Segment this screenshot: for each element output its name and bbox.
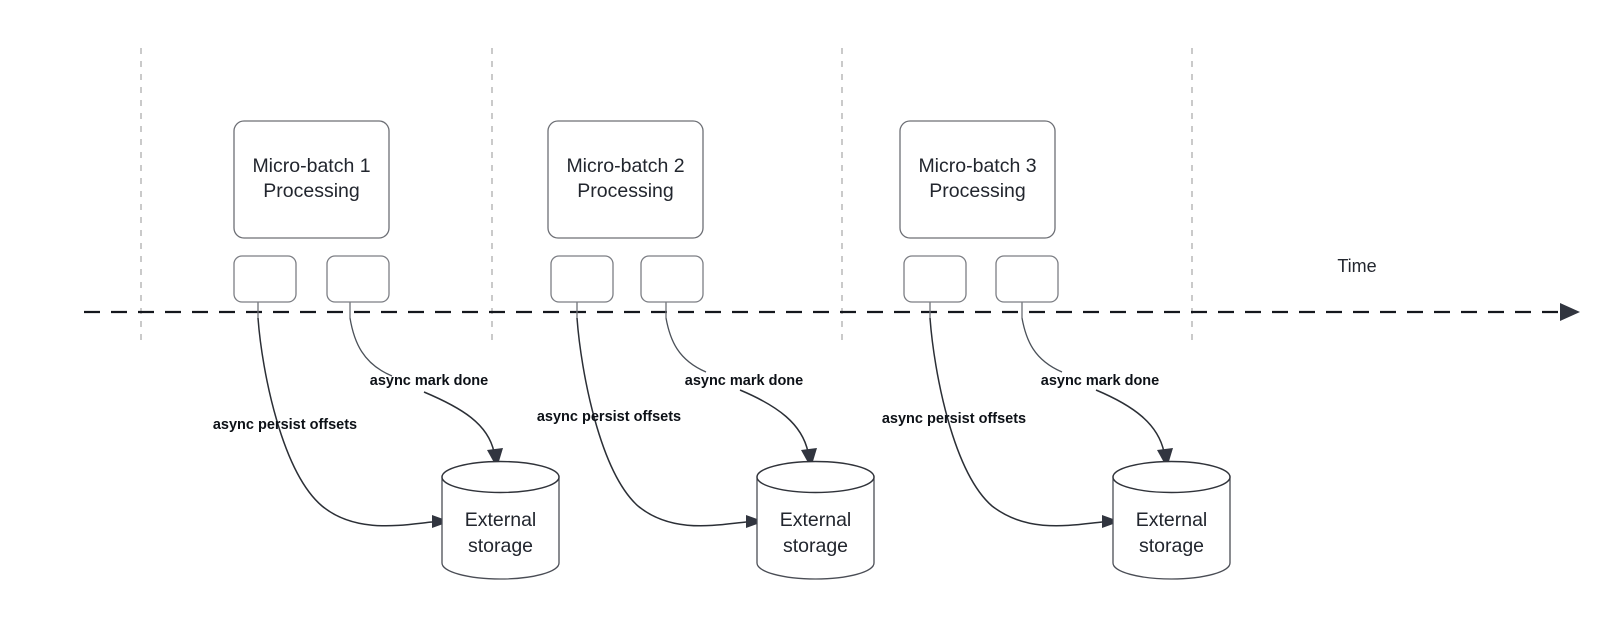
async-mark-done-2-path-lower	[739, 389, 809, 453]
task-box-1a[interactable]	[233, 255, 297, 303]
async-persist-offsets-1-label: async persist offsets	[213, 417, 357, 433]
async-mark-done-3-path-lower	[1095, 389, 1165, 453]
micro-batch-3-group: Micro-batch 3 Processing async persist o…	[882, 120, 1231, 580]
async-mark-done-3-label: async mark done	[1041, 373, 1159, 389]
external-storage-2-label-line2: storage	[783, 535, 848, 557]
async-persist-offsets-3-path	[929, 317, 1103, 527]
async-mark-done-2-label: async mark done	[685, 373, 803, 389]
external-storage-1-top	[441, 460, 560, 494]
micro-batch-2-title-line2: Processing	[577, 180, 673, 202]
async-persist-offsets-2-path	[576, 317, 747, 527]
external-storage-2-label-line1: External	[780, 509, 852, 531]
task-box-3a[interactable]	[903, 255, 967, 303]
external-storage-1-body	[441, 476, 560, 580]
async-mark-done-3-path	[1021, 317, 1063, 373]
micro-batch-2-box[interactable]	[547, 120, 704, 239]
external-storage-2[interactable]: External storage	[756, 460, 875, 580]
external-storage-3-top	[1112, 460, 1231, 494]
task-box-3b[interactable]	[995, 255, 1059, 303]
micro-batch-2-group: Micro-batch 2 Processing async persist o…	[537, 120, 875, 580]
async-mark-done-3-arrowhead	[1157, 448, 1173, 468]
async-persist-offsets-1-arrowhead	[432, 515, 450, 528]
time-axis: Time	[84, 256, 1580, 321]
external-storage-1-label-line1: External	[465, 509, 537, 531]
time-axis-arrowhead	[1560, 303, 1580, 321]
external-storage-3-body	[1112, 476, 1231, 580]
async-mark-done-1-arrowhead	[487, 448, 503, 468]
async-mark-done-1-label: async mark done	[370, 373, 488, 389]
external-storage-3[interactable]: External storage	[1112, 460, 1231, 580]
async-persist-offsets-2-arrowhead	[746, 515, 764, 528]
micro-batch-2-title-line1: Micro-batch 2	[566, 155, 684, 177]
external-storage-2-body	[756, 476, 875, 580]
async-persist-offsets-3-arrowhead	[1102, 515, 1120, 528]
task-box-2b[interactable]	[640, 255, 704, 303]
micro-batch-1-title-line2: Processing	[263, 180, 359, 202]
time-axis-label: Time	[1337, 256, 1376, 276]
external-storage-3-label-line2: storage	[1139, 535, 1204, 557]
micro-batch-1-box[interactable]	[233, 120, 390, 239]
micro-batch-1-title-line1: Micro-batch 1	[252, 155, 370, 177]
async-persist-offsets-3-label: async persist offsets	[882, 411, 1026, 427]
external-storage-2-top	[756, 460, 875, 494]
micro-batch-3-title-line1: Micro-batch 3	[918, 155, 1036, 177]
async-mark-done-2-arrowhead	[801, 448, 817, 468]
task-box-1b[interactable]	[326, 255, 390, 303]
async-mark-done-1-path-lower	[423, 391, 495, 453]
async-mark-done-1-path	[349, 317, 393, 377]
async-persist-offsets-2-label: async persist offsets	[537, 409, 681, 425]
async-persist-offsets-1-path	[257, 317, 433, 527]
external-storage-1-label-line2: storage	[468, 535, 533, 557]
micro-batch-3-box[interactable]	[899, 120, 1056, 239]
async-mark-done-2-path	[665, 317, 707, 373]
task-box-2a[interactable]	[550, 255, 614, 303]
micro-batch-1-group: Micro-batch 1 Processing async persist o…	[213, 120, 560, 580]
external-storage-3-label-line1: External	[1136, 509, 1208, 531]
micro-batch-3-title-line2: Processing	[929, 180, 1025, 202]
boundary-gridlines	[140, 48, 1193, 341]
external-storage-1[interactable]: External storage	[441, 460, 560, 580]
